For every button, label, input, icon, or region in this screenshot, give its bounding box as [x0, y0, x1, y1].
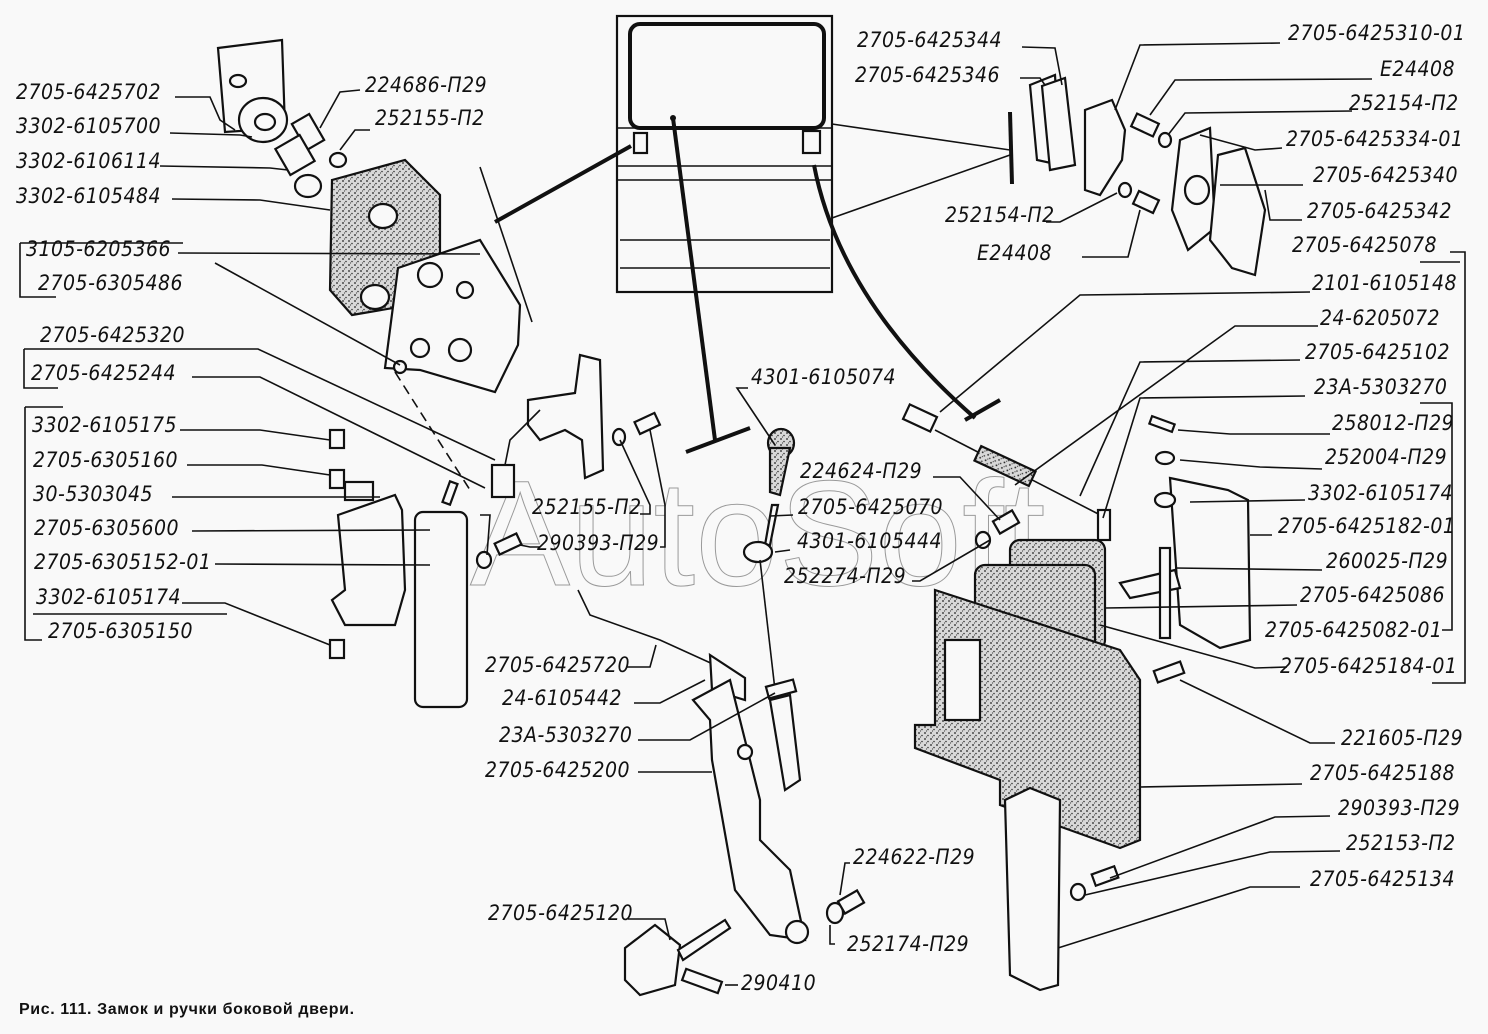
part-label: 3302-6105700	[16, 114, 161, 138]
inner-handle-left	[328, 428, 469, 709]
part-label: 290393-П29	[1338, 796, 1460, 820]
part-label: 24-6205072	[1320, 306, 1440, 330]
part-label: 2705-6305152-01	[34, 550, 211, 574]
part-label: 2705-6425720	[485, 653, 630, 677]
part-label: 3302-6105484	[16, 184, 161, 208]
part-label: 224686-П29	[365, 73, 487, 97]
part-label: 2705-6425102	[1305, 340, 1450, 364]
handle-grip-left	[413, 510, 469, 709]
part-label: 24-6105442	[502, 686, 622, 710]
part-label: 2705-6305486	[38, 271, 183, 295]
part-label: 3302-6105174	[1308, 481, 1453, 505]
part-label: 2705-6425086	[1300, 583, 1445, 607]
handle-grip-right	[1003, 786, 1062, 992]
rear-striker	[1028, 73, 1267, 277]
part-label: 224624-П29	[800, 459, 922, 483]
part-label: E24408	[1380, 57, 1455, 81]
part-label: 290410	[741, 971, 816, 995]
figure-caption: Рис. 111. Замок и ручки боковой двери.	[19, 1001, 355, 1018]
part-label: 2705-6425070	[798, 495, 943, 519]
part-label: 2705-6425082-01	[1265, 618, 1442, 642]
door-front-handle-icon	[632, 131, 649, 155]
part-label: 3105-6205366	[26, 237, 171, 261]
part-label: 2705-6425120	[488, 901, 633, 925]
door-overview	[615, 14, 834, 294]
door-rear-handle-icon	[801, 129, 822, 155]
part-label: 4301-6105444	[797, 529, 942, 553]
lock-linkage	[475, 353, 662, 570]
spring-icon	[328, 428, 346, 450]
part-label: 252154-П2	[945, 203, 1055, 227]
lock-assembly	[216, 38, 522, 491]
part-label: 252155-П2	[375, 106, 485, 130]
part-label: 252155-П2	[532, 495, 642, 519]
part-label: 252154-П2	[1349, 91, 1459, 115]
part-label: 23А-5303270	[499, 723, 632, 747]
part-label: 30-5303045	[33, 482, 153, 506]
part-label: 2705-6425344	[857, 28, 1002, 52]
part-label: 2705-6425346	[855, 63, 1000, 87]
part-label: E24408	[977, 241, 1052, 265]
part-label: 221605-П29	[1341, 726, 1463, 750]
part-label: 224622-П29	[853, 845, 975, 869]
center-lever	[577, 427, 866, 945]
part-label: 2705-6305600	[34, 516, 179, 540]
part-labels: 2705-6425702 3302-6105700 3302-6106114 3…	[16, 21, 1465, 995]
part-label: 2705-6425200	[485, 758, 630, 782]
part-label: 2705-6425184-01	[1280, 654, 1457, 678]
key-cylinder	[623, 918, 732, 997]
part-label: 258012-П29	[1332, 411, 1454, 435]
part-label: 252153-П2	[1346, 831, 1456, 855]
part-label: 252004-П29	[1325, 445, 1447, 469]
part-label: 2705-6425078	[1292, 233, 1437, 257]
part-label: 2705-6305160	[33, 448, 178, 472]
part-label: 23А-5303270	[1314, 375, 1447, 399]
leader-lines	[19, 42, 1466, 986]
actuator-rod	[901, 402, 1112, 550]
part-label: 2705-6425134	[1310, 867, 1455, 891]
part-label: 2705-6425188	[1310, 761, 1455, 785]
part-label: 2705-6425310-01	[1288, 21, 1465, 45]
part-label: 2705-6425320	[40, 323, 185, 347]
part-label: 3302-6105175	[32, 413, 177, 437]
part-label: 252274-П29	[784, 564, 906, 588]
part-label: 3302-6105174	[36, 585, 181, 609]
lock-rod-clip	[490, 463, 516, 499]
part-label: 2705-6425182-01	[1278, 514, 1455, 538]
part-label: 2705-6305150	[48, 619, 193, 643]
part-label: 290393-П29	[537, 531, 659, 555]
part-label: 2705-6425244	[31, 361, 176, 385]
spring-icon	[328, 638, 346, 660]
part-label: 2705-6425342	[1307, 199, 1452, 223]
part-label: 2705-6425340	[1313, 163, 1458, 187]
part-label: 3302-6106114	[16, 149, 161, 173]
part-label: 252174-П29	[847, 932, 969, 956]
part-label: 4301-6105074	[751, 365, 896, 389]
part-label: 2705-6425334-01	[1286, 127, 1463, 151]
part-label: 2101-6105148	[1312, 271, 1457, 295]
part-label: 2705-6425702	[16, 80, 161, 104]
part-label: 260025-П29	[1326, 549, 1448, 573]
